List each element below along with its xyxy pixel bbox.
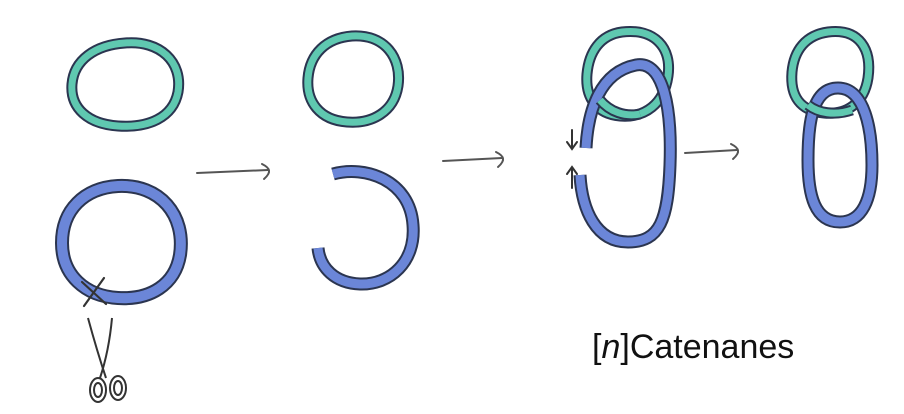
- small-arrow-up-icon: [566, 165, 578, 189]
- step-3: [566, 26, 677, 249]
- blue-ring-4: [801, 81, 879, 229]
- caption-rest: ]Catenanes: [620, 328, 795, 366]
- step-2: [302, 30, 420, 291]
- step-1: [54, 37, 188, 403]
- small-arrow-down-icon: [566, 129, 578, 151]
- scissors-icon: [87, 317, 127, 403]
- caption-open: [: [592, 328, 602, 366]
- caption-n: n: [601, 328, 621, 366]
- arrow-3: [684, 143, 739, 160]
- green-ring-2: [302, 30, 405, 128]
- blue-open-ring-2: [311, 165, 420, 291]
- blue-ring-1: [54, 178, 188, 306]
- catenanes-caption: [n]Catenanes: [592, 328, 794, 367]
- step-4: [786, 26, 879, 229]
- arrow-2: [442, 151, 504, 168]
- green-ring-1: [66, 37, 185, 132]
- arrow-1: [196, 163, 270, 180]
- cut-mark-icon: [80, 276, 108, 308]
- blue-threaded-ring-3: [573, 58, 677, 249]
